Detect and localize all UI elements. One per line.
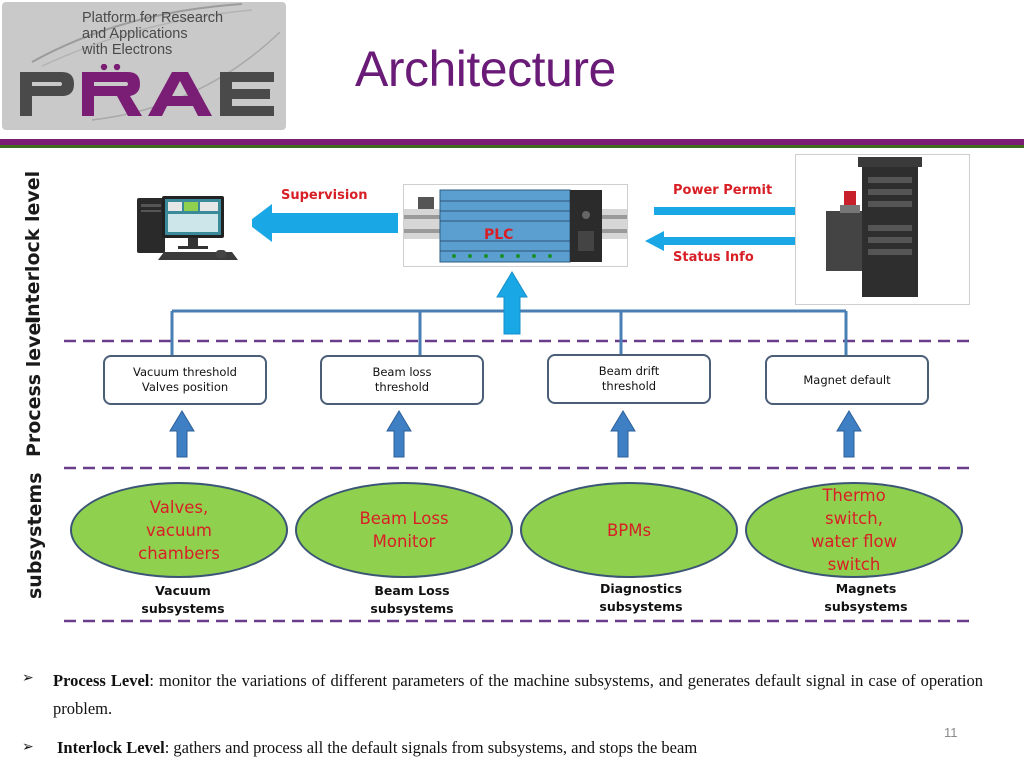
power-permit-label: Power Permit [673,183,773,198]
power-cabinet-image [795,154,970,305]
status-info-arrow [645,231,822,251]
subsystem-caption-magnets: Magnets subsystems [824,581,908,614]
subsystems-level-label: subsystems [24,472,46,599]
plc-image: PLC [403,184,628,267]
subsystem-caption-beam-loss: Beam Loss subsystems [370,583,454,616]
bullet-marker-2: ➢ [22,739,34,755]
supervision-label: Supervision [281,188,368,203]
status-info-label: Status Info [673,250,754,265]
up-arrow-vacuum [169,410,195,458]
subsystem-caption-diagnostics: Diagnostics subsystems [599,581,683,614]
logo-tagline: Platform for Research and Applications w… [82,10,224,58]
architecture-diagram: Interlock level Process level subsystems [0,150,1024,630]
logo-wordmark [20,64,274,116]
process-box-beam-loss: Beam loss threshold [320,355,484,405]
up-arrow-beam-loss [386,410,412,458]
header-divider-accent [0,145,1024,148]
subsystem-ellipse-beam-loss: Beam Loss Monitor [295,482,513,578]
process-level-label: Process level [23,316,45,457]
process-box-magnet: Magnet default [765,355,929,405]
subsystem-ellipse-bpm: BPMs [520,482,738,578]
to-plc-arrow [496,271,528,335]
plc-graphic [404,189,627,263]
page-number: 11 [944,725,958,740]
power-permit-arrow [654,201,821,221]
process-box-vacuum: Vacuum threshold Valves position [103,355,267,405]
supervision-computer-image [112,190,252,265]
diagram-connectors [64,201,972,623]
prae-logo: Platform for Research and Applications w… [2,2,286,130]
up-arrow-magnets [836,410,862,458]
page-title: Architecture [355,41,616,97]
plc-label: PLC [484,227,514,243]
computer-icon [137,196,238,260]
header-divider [0,139,1024,145]
subsystem-ellipse-vacuum: Valves, vacuum chambers [70,482,288,578]
cabinet-graphic [826,157,922,297]
bullet-text: : monitor the variations of different pa… [53,671,983,718]
process-box-beam-drift: Beam drift threshold [547,354,711,404]
up-arrow-bpm [610,410,636,458]
supervision-arrow [247,204,398,242]
interlock-level-label: Interlock level [22,170,44,324]
bullet-interlock-level: Interlock Level: gathers and process all… [57,737,957,759]
bullet-text: : gathers and process all the default si… [164,738,698,757]
bullet-marker-1: ➢ [22,670,34,686]
subsystem-ellipse-magnets: Thermo switch, water flow switch [745,482,963,578]
bullet-term: Interlock Level [57,738,165,757]
bullet-term: Process Level [53,671,150,690]
bullet-process-level: Process Level: monitor the variations of… [53,667,983,723]
subsystem-caption-vacuum: Vacuum subsystems [141,583,225,616]
